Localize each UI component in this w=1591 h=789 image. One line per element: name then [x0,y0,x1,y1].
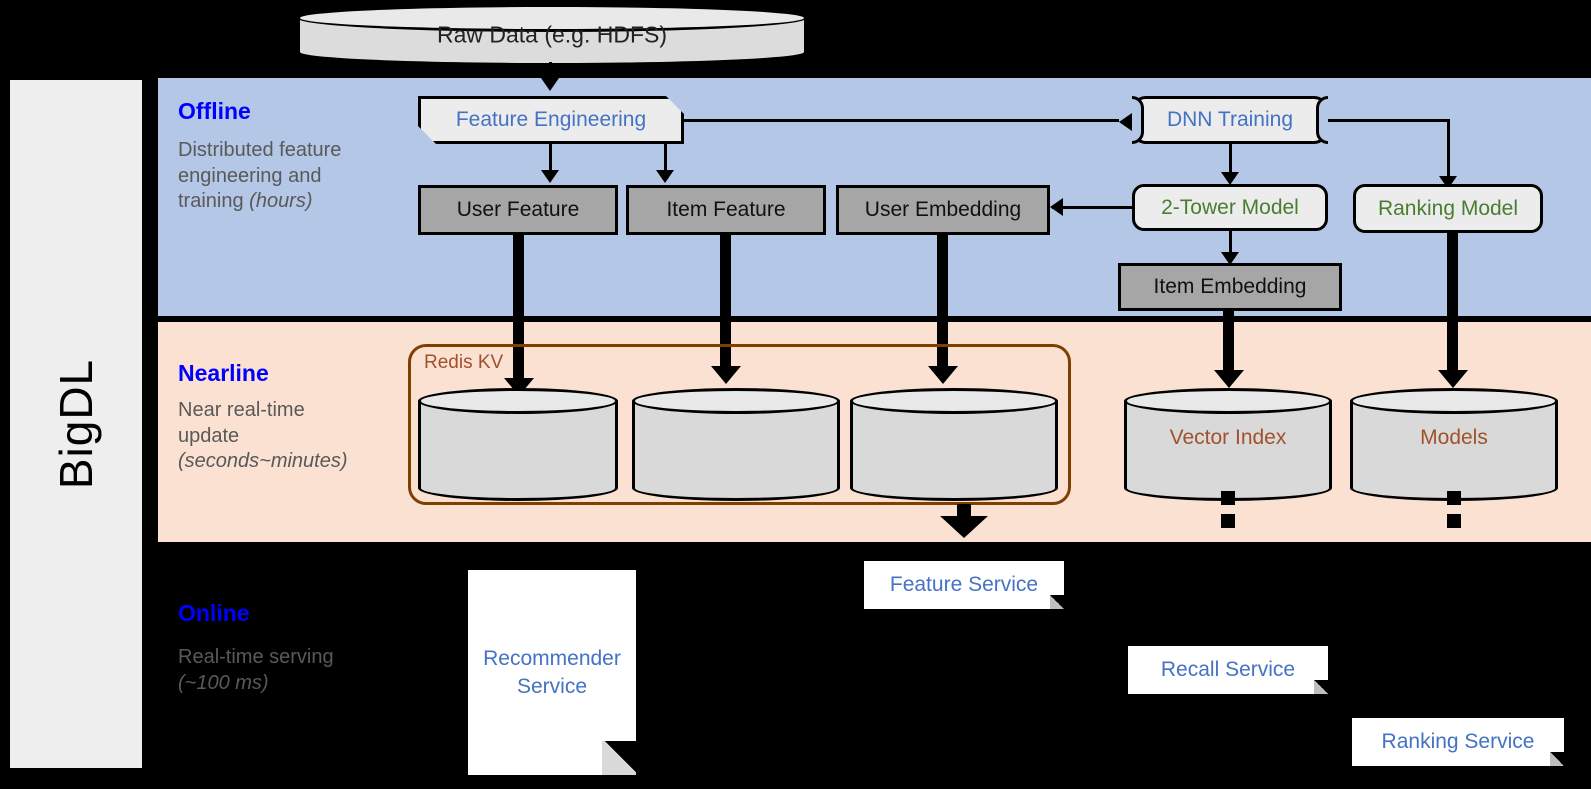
item-embedding-box[interactable]: Item Embedding [1118,263,1342,311]
arrowhead-itemembedding-vectorindex [1214,370,1244,388]
cylinder-body [1124,401,1332,488]
redis-store-1[interactable] [418,388,618,501]
ranking-service-label: Ranking Service [1381,730,1535,754]
arrowhead-dnn-twotower [1221,172,1239,185]
connector-fe-dnn [684,119,1119,122]
vector-index-label: Vector Index [1169,426,1287,449]
feature-service-label: Feature Service [889,573,1039,597]
page-fold-icon [1050,595,1064,609]
redis-kv-group [408,344,1071,505]
cylinder-body [418,401,618,488]
cylinder-top [1350,388,1558,414]
connector-rawdata-fe [549,62,552,84]
section-subtitle-online: Real-time serving (~100 ms) [178,646,334,694]
arrowhead-itemfeature-redis [711,366,741,384]
connector-twotower-userembedding [1052,206,1134,209]
connector-dnn-ranking-h [1328,119,1450,122]
connector-twotower-itemembedding [1229,231,1232,257]
cylinder-top [632,388,840,414]
redis-store-3[interactable] [850,388,1058,501]
cylinder-body [1350,401,1558,488]
cylinder-body [632,401,840,488]
models-label: Models [1420,426,1488,449]
pipe-userfeature-redis [513,233,524,385]
pipe-itemfeature-redis [720,233,731,373]
connector-dnn-ranking-v [1447,119,1450,181]
cylinder-top [1124,388,1332,414]
two-tower-model-box[interactable]: 2-Tower Model [1132,184,1328,231]
connector-fe-itemfeature [664,144,667,174]
stub-feature-service-1 [957,504,971,518]
vector-index-cylinder[interactable]: Vector Index [1124,388,1332,501]
arrowhead-twotower-itemembedding [1221,252,1239,265]
stub-ranking-service-1 [1447,491,1461,505]
stub-recall-service-2 [1221,514,1235,528]
pipe-userembedding-redis [937,233,948,373]
connector-dnn-twotower [1229,144,1232,176]
feature-service-box[interactable]: Feature Service [864,561,1064,609]
redis-store-2[interactable] [632,388,840,501]
pipe-itemembedding-vectorindex [1223,309,1234,377]
cylinder-body [850,401,1058,488]
user-feature-label: User Feature [456,198,580,221]
bigdl-sidebar: BigDL [8,78,144,770]
bigdl-label: BigDL [50,358,102,490]
arrowhead-fe-itemfeature [656,170,674,183]
dnn-training-label: DNN Training [1166,108,1294,131]
ranking-service-box[interactable]: Ranking Service [1352,718,1564,766]
cylinder-top [418,388,618,414]
section-subtitle-offline: Distributed feature engineering and trai… [178,139,342,213]
arrowhead-fe-userfeature [541,170,559,183]
item-feature-label: Item Feature [666,198,786,221]
recall-service-label: Recall Service [1160,658,1296,682]
pipe-rankingmodel-models [1447,231,1458,377]
stub-ranking-service-2 [1447,514,1461,528]
raw-data-label: Raw Data (e.g. HDFS) [436,21,668,48]
arrowhead-rankingmodel-models [1438,370,1468,388]
raw-data-cylinder: Raw Data (e.g. HDFS) [297,4,807,66]
section-subtitle-nearline: Near real-time update (seconds~minutes) [178,399,348,473]
arrowhead-userembedding-redis [928,366,958,384]
section-title-online: Online [178,600,250,626]
feature-engineering-box[interactable]: Feature Engineering [418,96,684,144]
recommender-service-box[interactable]: Recommender Service [468,570,636,775]
item-embedding-label: Item Embedding [1153,275,1307,298]
section-title-nearline: Nearline [178,360,269,386]
recommender-service-label: Recommender Service [483,647,621,698]
page-fold-icon [1314,680,1328,694]
ranking-model-box[interactable]: Ranking Model [1353,184,1543,233]
page-fold-icon [602,741,636,775]
cylinder-top [850,388,1058,414]
arrowhead-rawdata-fe [541,78,559,91]
section-title-offline: Offline [178,98,251,124]
user-embedding-box[interactable]: User Embedding [836,185,1050,235]
cylinder-top [297,4,807,32]
user-feature-box[interactable]: User Feature [418,185,618,235]
connector-fe-userfeature [549,144,552,174]
models-cylinder[interactable]: Models [1350,388,1558,501]
redis-kv-label: Redis KV [424,352,504,373]
arrowhead-twotower-userembedding [1050,198,1063,216]
two-tower-model-label: 2-Tower Model [1161,195,1299,219]
stub-recall-service-1 [1221,491,1235,505]
user-embedding-label: User Embedding [864,198,1022,221]
arrowhead-redis-featureservice [940,516,988,538]
recall-service-box[interactable]: Recall Service [1128,646,1328,694]
page-fold-icon [1550,752,1564,766]
ranking-model-label: Ranking Model [1377,196,1519,220]
feature-engineering-label: Feature Engineering [455,108,647,131]
item-feature-box[interactable]: Item Feature [626,185,826,235]
dnn-training-box[interactable]: DNN Training [1132,96,1328,144]
arrowhead-fe-dnn [1119,113,1132,131]
